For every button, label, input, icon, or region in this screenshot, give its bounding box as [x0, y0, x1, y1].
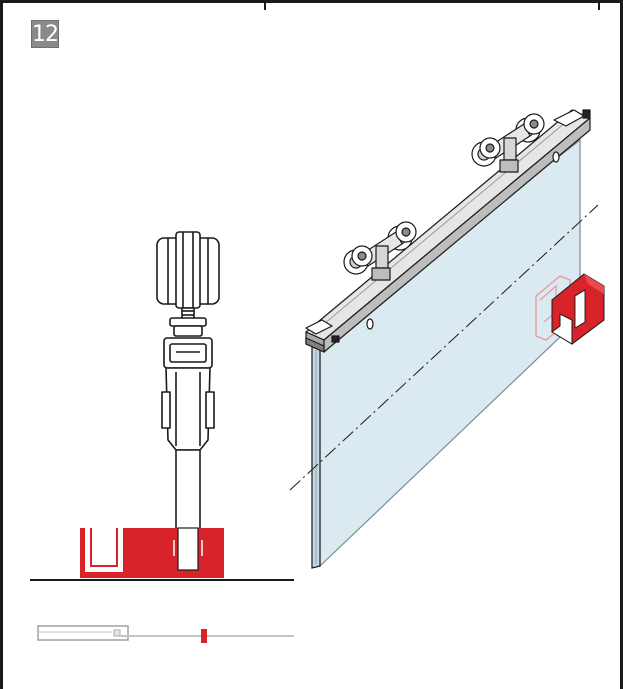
roller-carriage-icon	[471, 113, 545, 173]
frame-divider-tick	[264, 0, 266, 10]
glass-door-panel	[311, 138, 581, 569]
adjustment-slider-icon	[37, 625, 294, 643]
door-stop-block-icon	[80, 527, 224, 578]
center-axis-line	[289, 204, 599, 491]
roller-carriage-icon	[156, 231, 220, 309]
roller-carriage-icon	[343, 221, 417, 281]
hanger-elevation	[156, 231, 220, 569]
frame-divider-tick	[598, 0, 600, 10]
floor-guide-block	[535, 273, 605, 345]
step-number-badge: 12	[31, 20, 59, 48]
top-track-rail	[305, 109, 591, 353]
